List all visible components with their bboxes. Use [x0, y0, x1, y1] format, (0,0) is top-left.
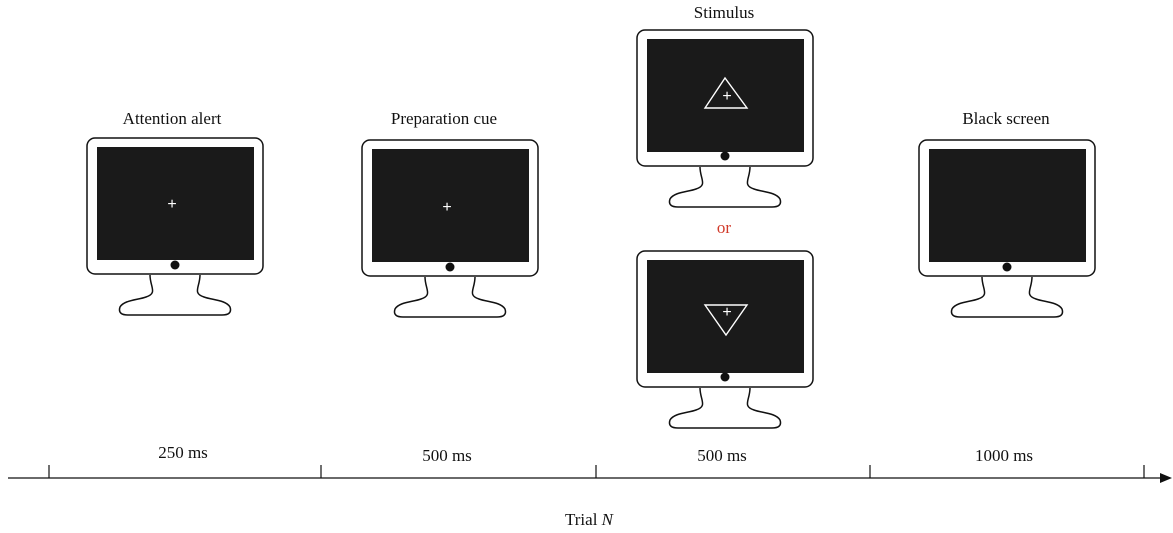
monitor-screen	[647, 260, 804, 373]
duration-label: 1000 ms	[974, 446, 1034, 465]
upward-triangle-icon	[703, 76, 749, 109]
monitor-screen	[372, 149, 529, 262]
trial-label: Trial N	[565, 510, 613, 530]
trial-label-prefix: Trial	[564, 510, 602, 529]
stimulus-cross-icon: +	[722, 88, 732, 105]
duration-label: 500 ms	[422, 446, 472, 465]
duration-label: 500 ms	[697, 446, 747, 465]
monitor-screen	[97, 147, 254, 260]
preparation-cue-monitor	[361, 139, 539, 318]
timeline-axis	[8, 465, 1172, 483]
power-button-icon	[720, 151, 730, 161]
fixation-cross-icon: +	[167, 196, 177, 213]
stimulus-monitor-downward	[636, 250, 814, 429]
power-button-icon	[1002, 262, 1012, 272]
monitor-screen	[929, 149, 1086, 262]
attention-alert-monitor	[86, 137, 264, 316]
stimulus-title: Stimulus	[693, 3, 755, 22]
power-button-icon	[170, 260, 180, 270]
black-screen-title: Black screen	[962, 109, 1050, 128]
or-label: or	[716, 218, 732, 237]
fixation-cross-icon: +	[442, 199, 452, 216]
preparation-cue-title: Preparation cue	[390, 109, 498, 128]
monitor-stand	[668, 387, 782, 429]
attention-alert-title: Attention alert	[122, 109, 222, 128]
stimulus-monitor-upward	[636, 29, 814, 208]
monitor-stand	[950, 276, 1064, 318]
stimulus-cross-icon: +	[722, 304, 732, 321]
downward-triangle-icon	[703, 304, 749, 337]
monitor-screen	[647, 39, 804, 152]
monitor-stand	[668, 166, 782, 208]
timeline-arrowhead-icon	[1160, 473, 1172, 483]
power-button-icon	[445, 262, 455, 272]
monitor-stand	[393, 276, 507, 318]
power-button-icon	[720, 372, 730, 382]
duration-label: 250 ms	[158, 443, 208, 462]
trial-label-variable: N	[601, 510, 614, 529]
monitor-stand	[118, 274, 232, 316]
black-screen-monitor	[918, 139, 1096, 318]
